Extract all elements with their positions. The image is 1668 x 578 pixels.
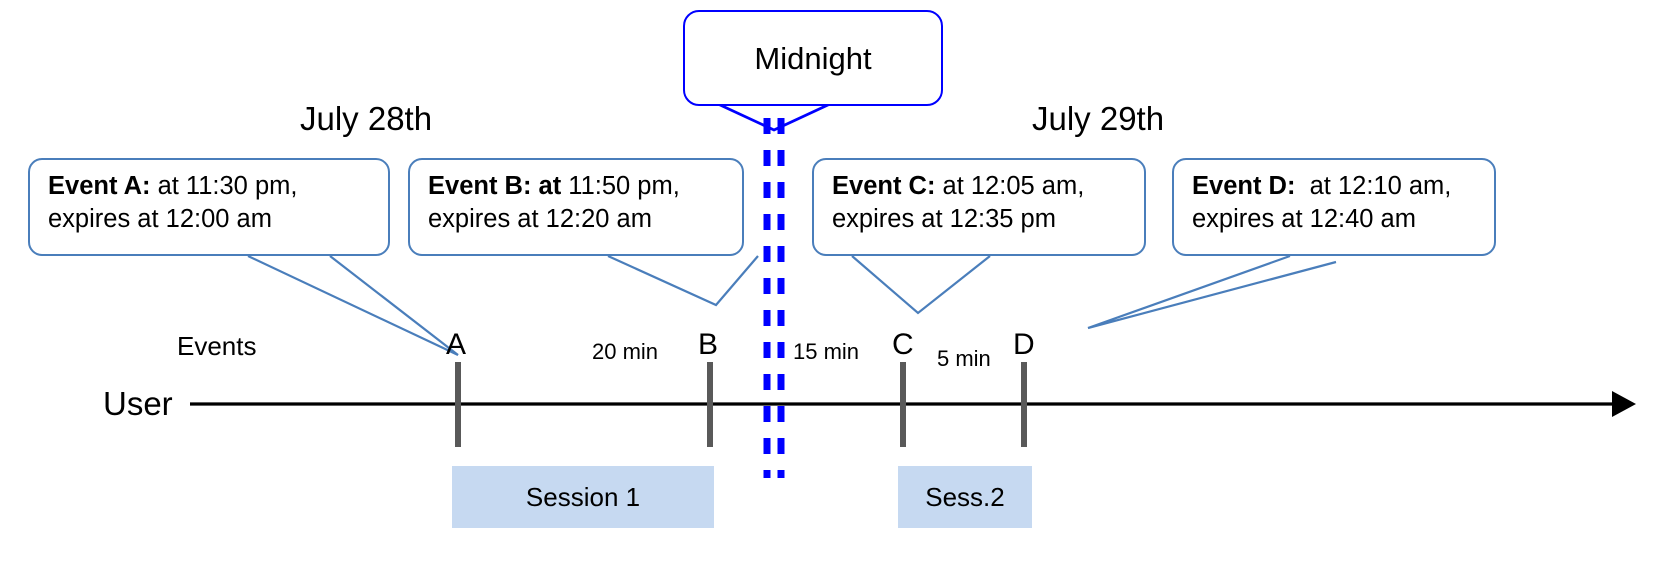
- callout-event-b: Event B: at 11:50 pm, expires at 12:20 a…: [408, 158, 744, 256]
- callout-event-c: Event C: at 12:05 am, expires at 12:35 p…: [812, 158, 1146, 256]
- user-axis-label: User: [103, 385, 173, 422]
- session-box-2: Sess.2: [898, 466, 1032, 528]
- callout-event-c-body: at 12:05 am, expires at 12:35 pm: [832, 172, 1085, 234]
- interval-label-ab: 20 min: [592, 339, 659, 364]
- session-box-1: Session 1: [452, 466, 714, 528]
- event-c-leader: [851, 255, 991, 315]
- event-a-leader: [247, 255, 459, 356]
- callout-event-b-body: 11:50 pm, expires at 12:20 am: [428, 172, 680, 234]
- midnight-label: Midnight: [754, 40, 872, 76]
- session-2-label: Sess.2: [925, 481, 1005, 512]
- callout-event-d-body: at 12:10 am, expires at 12:40 am: [1192, 172, 1452, 234]
- callout-event-a-title: Event A:: [48, 172, 151, 200]
- callout-event-a: Event A: at 11:30 pm, expires at 12:00 a…: [28, 158, 390, 256]
- callout-event-d: Event D: at 12:10 am, expires at 12:40 a…: [1172, 158, 1496, 256]
- date-label-july-29: July 29th: [1032, 100, 1165, 137]
- tick-label-a: A: [446, 328, 467, 361]
- callout-event-d-title: Event D:: [1192, 172, 1296, 200]
- events-row-label: Events: [177, 331, 257, 361]
- tick-label-c: C: [892, 328, 914, 361]
- session-1-label: Session 1: [525, 481, 641, 512]
- date-label-july-28: July 28th: [300, 100, 433, 137]
- midnight-dashed-line: [763, 118, 785, 478]
- event-ticks: [455, 362, 1027, 447]
- callout-event-b-title: Event B: at: [428, 172, 562, 200]
- midnight-callout-tail: [717, 102, 831, 132]
- midnight-callout: Midnight: [683, 10, 943, 106]
- interval-label-bc: 15 min: [793, 339, 860, 364]
- callout-event-c-title: Event C:: [832, 172, 936, 200]
- tick-label-d: D: [1013, 328, 1035, 361]
- tick-label-b: B: [698, 328, 719, 361]
- interval-label-cd: 5 min: [937, 346, 991, 371]
- timeline-axis: [190, 391, 1636, 417]
- callout-event-a-body: at 11:30 pm, expires at 12:00 am: [48, 172, 298, 234]
- event-d-leader: [1087, 254, 1337, 330]
- event-b-leader: [607, 254, 759, 307]
